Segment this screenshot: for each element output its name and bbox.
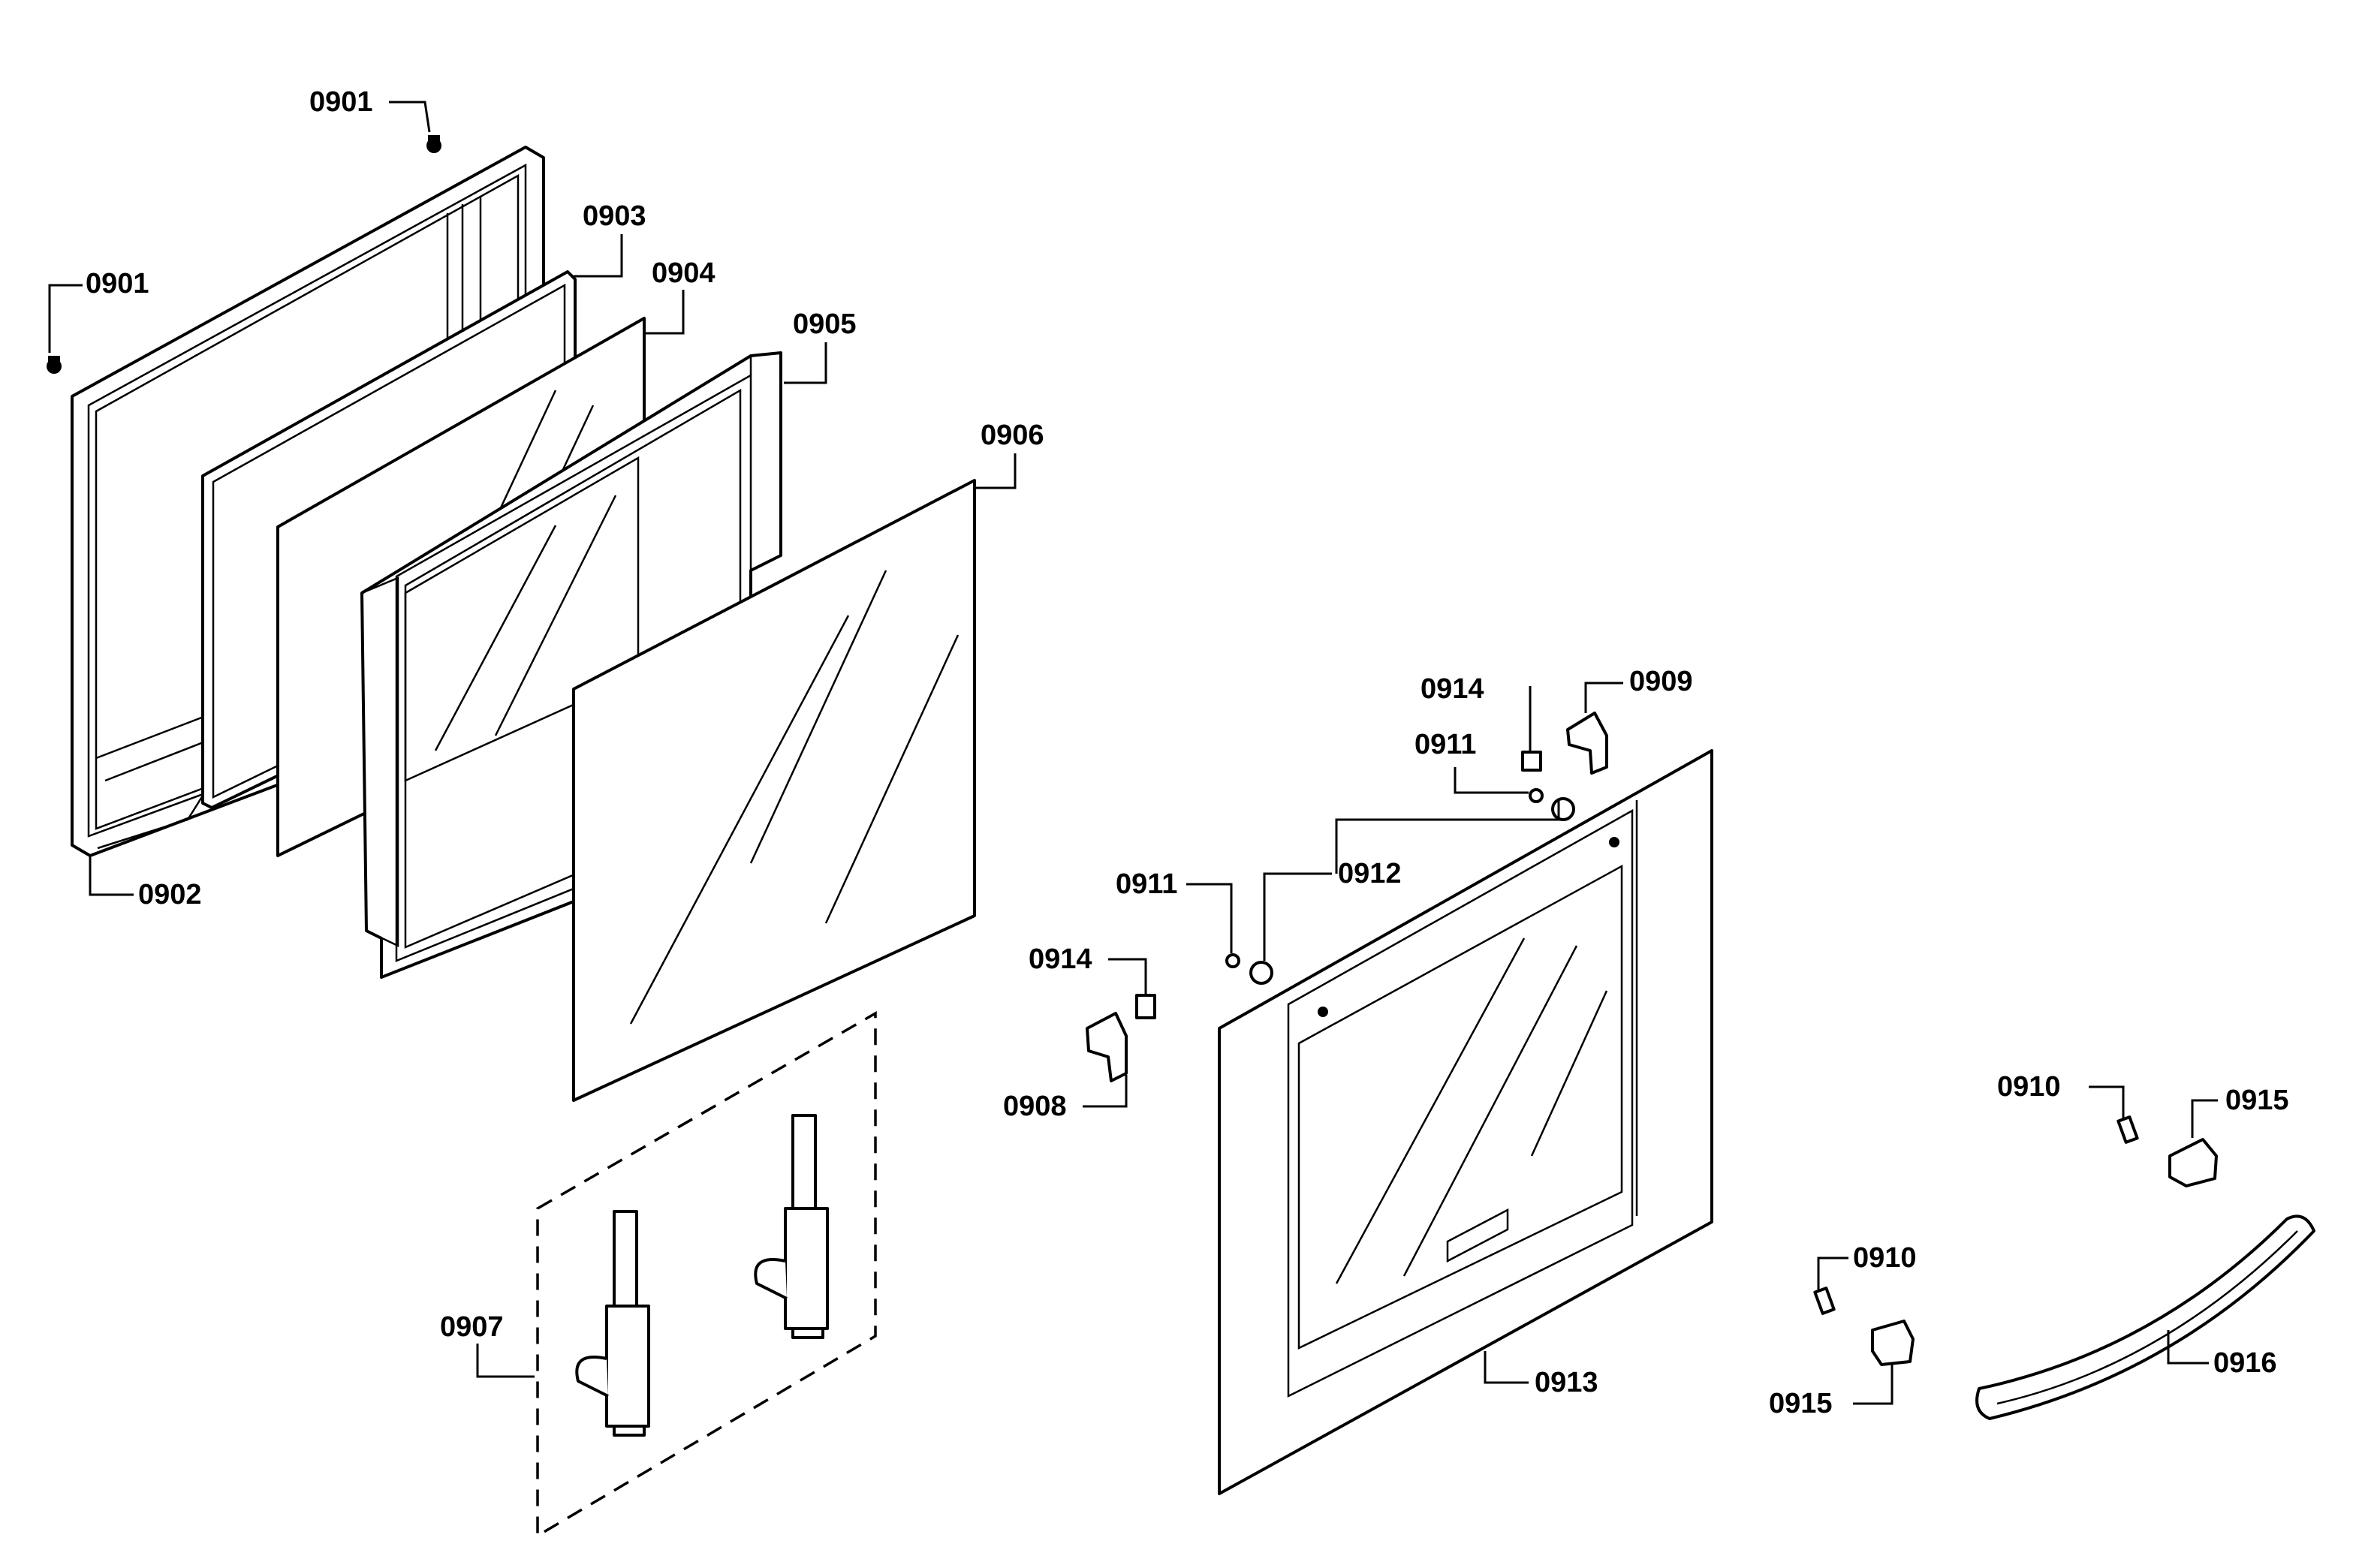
part-0916-handle (1975, 1214, 2315, 1420)
part-0912-washer-top (1551, 797, 1575, 821)
callout-0908: 0908 (1003, 1091, 1067, 1122)
callout-0901-top: 0901 (309, 86, 373, 118)
callout-0904: 0904 (652, 257, 716, 289)
callout-0910-top: 0910 (1997, 1071, 2061, 1103)
callout-0903: 0903 (583, 200, 646, 232)
part-0911-washer-left (1225, 953, 1240, 968)
callout-0906: 0906 (981, 420, 1044, 451)
part-0915-cap-bottom (1871, 1320, 1915, 1366)
callout-0907: 0907 (440, 1311, 504, 1343)
callout-0905: 0905 (793, 308, 857, 340)
callout-0914-left: 0914 (1029, 944, 1092, 975)
part-0910-screw-top (2116, 1115, 2139, 1144)
callout-0911-top: 0911 (1414, 729, 1476, 760)
part-0914-clip-left (1135, 994, 1156, 1019)
callout-0910-bottom: 0910 (1853, 1242, 1917, 1274)
part-0901-screw-left (47, 356, 62, 374)
part-0911-washer-top (1529, 788, 1544, 803)
leader-lines (48, 101, 2218, 1405)
part-0914-clip-top (1521, 751, 1542, 772)
callout-0909: 0909 (1629, 666, 1693, 697)
callout-0915-bottom: 0915 (1769, 1388, 1833, 1419)
callout-0912: 0912 (1338, 858, 1402, 889)
hinge-left (575, 1210, 650, 1437)
callout-labels: 0901 0901 0902 0903 0904 0905 0906 0907 … (86, 86, 2289, 1419)
callout-0901-left: 0901 (86, 268, 149, 299)
callout-0915-top: 0915 (2225, 1085, 2289, 1116)
callout-0913: 0913 (1535, 1367, 1598, 1398)
part-0915-cap-top (2168, 1138, 2218, 1187)
part-0909-bracket (1566, 712, 1608, 775)
part-0910-screw-bottom (1813, 1287, 1836, 1315)
callout-0911-left: 0911 (1116, 868, 1177, 900)
callout-0916: 0916 (2213, 1347, 2277, 1379)
part-0912-washer-left (1249, 961, 1273, 985)
part-0907-hinges (536, 1010, 877, 1539)
part-0906-outer-glass (572, 479, 976, 1102)
part-0901-screw-top (426, 135, 441, 153)
callout-0914-top: 0914 (1421, 673, 1484, 705)
callout-0902: 0902 (138, 879, 202, 910)
hinge-right (754, 1114, 829, 1339)
part-0908-bracket (1086, 1012, 1128, 1082)
part-0913-outer-door (1218, 749, 1713, 1495)
